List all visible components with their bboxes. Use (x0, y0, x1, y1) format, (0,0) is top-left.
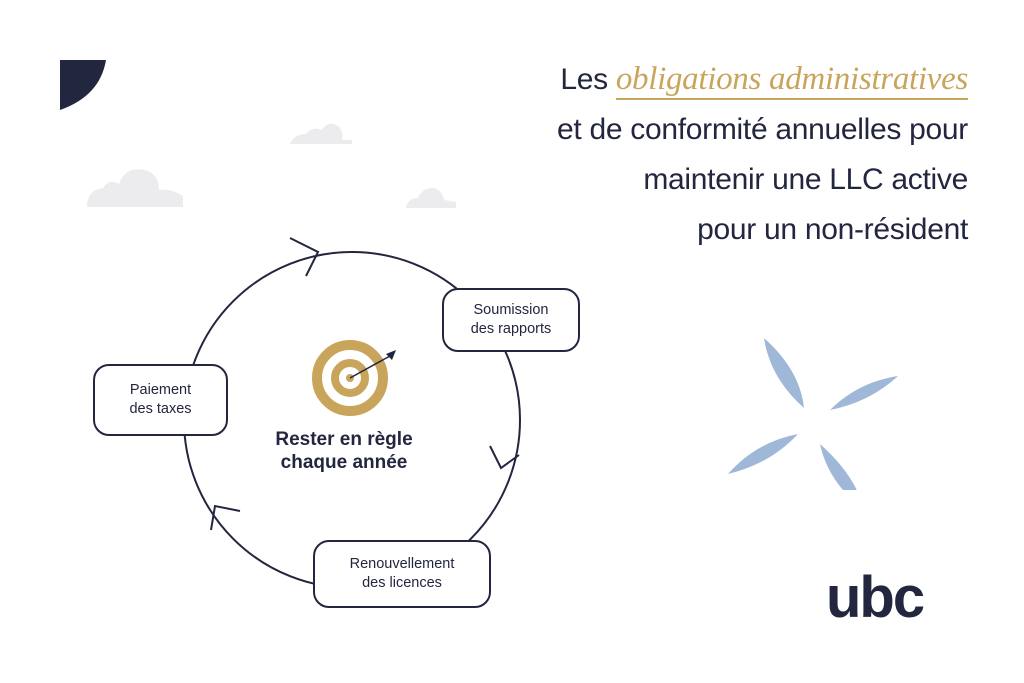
quarter-circle-decoration (60, 60, 106, 110)
petal-star-decoration (728, 338, 898, 490)
step-soumission-des-rapports: Soumission des rapports (442, 288, 580, 352)
title-line-4: pour un non-résident (697, 213, 968, 246)
title-line-3: maintenir une LLC active (643, 163, 968, 196)
arrow-icon (489, 445, 520, 470)
step-renouvellement-des-licences: Renouvellement des licences (313, 540, 491, 608)
step-paiement-des-taxes: Paiement des taxes (93, 364, 228, 436)
target-with-arrow-icon (312, 340, 396, 416)
arrow-icon (289, 237, 320, 277)
title-line-2: et de conformité annuelles pour (557, 113, 968, 146)
page-title: Les obligations administratives et de co… (557, 54, 968, 255)
title-highlight: obligations administratives (615, 61, 968, 100)
center-label: Rester en règle chaque année (275, 429, 413, 473)
brand-logo: ubc (826, 565, 925, 630)
arrow-icon (210, 504, 241, 531)
title-line-1: Les obligations administratives (557, 54, 968, 105)
cloud-icon (406, 188, 456, 208)
cloud-icon (87, 169, 183, 207)
cloud-icon (290, 123, 352, 144)
